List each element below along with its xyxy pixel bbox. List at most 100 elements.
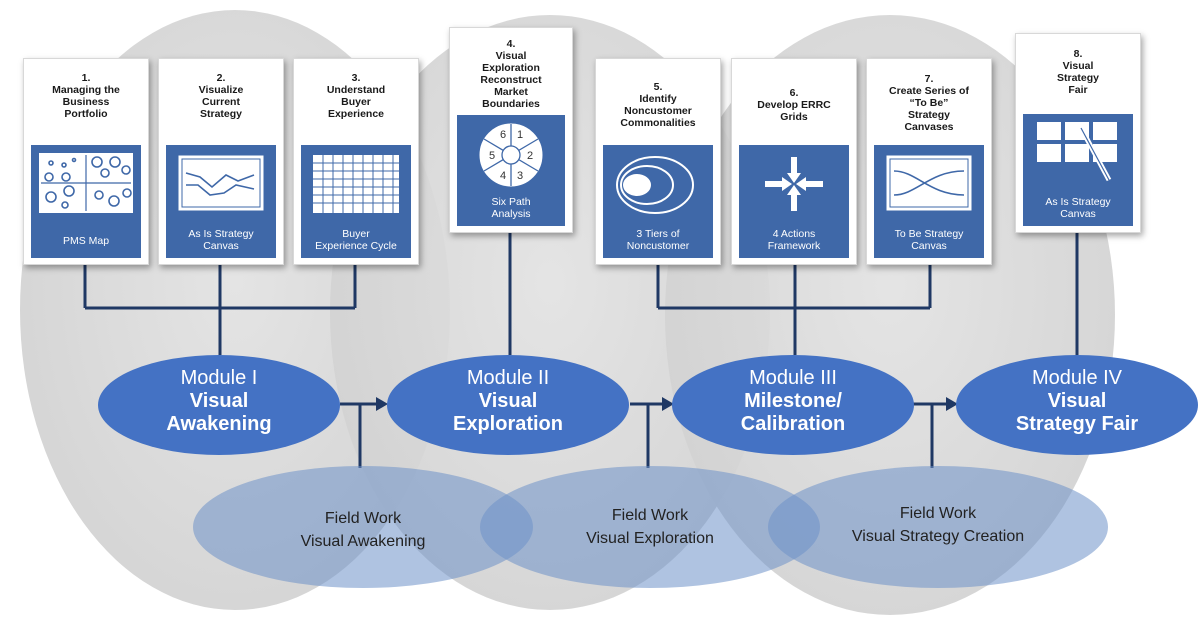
field-work-2: Field Work Visual Exploration (480, 466, 820, 588)
six-path-number-5: 5 (489, 150, 495, 162)
module-4-name-line1: Visual (1047, 390, 1107, 412)
card-4-panel: 6 1 5 2 4 3 Six Path Analysis (457, 115, 565, 226)
card-4-title-line6: Boundaries (482, 98, 540, 110)
card-6-title-line3: Grids (780, 111, 808, 123)
card-7-title-line4: Strategy (907, 109, 950, 121)
strategy-canvas-icon (178, 155, 264, 211)
step-card-2: 2. Visualize Current Strategy As Is Stra… (158, 58, 284, 265)
field-work-3-label: Field Work (899, 505, 977, 522)
card-5-panel: 3 Tiers of Noncustomer (603, 145, 713, 258)
six-path-number-6: 6 (500, 129, 506, 141)
six-path-icon: 6 1 5 2 4 3 (479, 123, 543, 187)
card-4-title-line2: Visual (495, 50, 527, 62)
module-1: Module I Visual Awakening (98, 355, 340, 455)
card-6-title-line1: 6. (789, 87, 799, 99)
six-path-number-2: 2 (527, 150, 533, 162)
field-work-1-label: Field Work (324, 510, 402, 527)
crossing-curves-icon (886, 155, 972, 211)
card-1-title-line1: 1. (81, 72, 91, 84)
card-7-panel: To Be Strategy Canvas (874, 145, 984, 258)
module-1-name-line1: Visual (189, 390, 249, 412)
step-card-8: 8. Visual Strategy Fair As Is Strategy C… (1015, 33, 1141, 233)
card-5-caption-line2: Noncustomer (626, 240, 690, 252)
card-7-title-line5: Canvases (904, 121, 954, 133)
step-card-1: 1. Managing the Business Portfolio PMS M… (23, 58, 149, 265)
grid-icon (313, 155, 399, 213)
six-path-number-4: 4 (500, 170, 506, 182)
card-6-title-line2: Develop ERRC (757, 99, 831, 111)
module-2-name-line2: Exploration (452, 413, 563, 435)
field-work-3: Field Work Visual Strategy Creation (768, 466, 1108, 588)
card-2-caption-line2: Canvas (203, 240, 239, 252)
six-path-number-1: 1 (517, 129, 523, 141)
step-card-4: 4. Visual Exploration Reconstruct Market… (449, 27, 573, 233)
card-8-title-line1: 8. (1073, 48, 1083, 60)
card-3-caption-line2: Experience Cycle (315, 240, 397, 252)
card-1-panel: PMS Map (31, 145, 141, 258)
field-work-2-label: Field Work (611, 507, 689, 524)
field-work-1-sub: Visual Awakening (300, 533, 426, 550)
card-8-panel: As Is Strategy Canvas (1023, 114, 1133, 226)
card-1-title-line4: Portfolio (64, 108, 108, 120)
card-7-title-line1: 7. (924, 73, 934, 85)
card-2-title-line4: Strategy (199, 108, 242, 120)
card-4-title-line1: 4. (506, 38, 516, 50)
module-3: Module III Milestone/ Calibration (672, 355, 914, 455)
card-6-caption-line1: 4 Actions (772, 228, 816, 240)
field-work-3-sub: Visual Strategy Creation (851, 528, 1025, 545)
field-work-2-sub: Visual Exploration (586, 530, 714, 547)
card-6-caption-line2: Framework (767, 240, 821, 252)
card-2-caption-line1: As Is Strategy (188, 228, 254, 240)
module-2-name-line1: Visual (478, 390, 538, 412)
card-1-title-line2: Managing the (52, 84, 120, 96)
four-actions-icon (765, 157, 823, 211)
module-4: Module IV Visual Strategy Fair (956, 355, 1198, 455)
card-5-title-line2: Identify (639, 93, 677, 105)
card-6-panel: 4 Actions Framework (739, 145, 849, 258)
card-4-title-line5: Market (494, 86, 528, 98)
module-1-number: Module I (180, 367, 258, 389)
card-3-caption-line1: Buyer (342, 228, 370, 240)
card-5-title-line3: Noncustomer (624, 105, 692, 117)
module-2-number: Module II (466, 367, 550, 389)
tiers-icon (616, 156, 694, 214)
card-7-title-line3: “To Be” (909, 97, 949, 109)
card-3-panel: Buyer Experience Cycle (301, 145, 411, 258)
card-4-title-line3: Exploration (482, 62, 540, 74)
card-7-caption-line1: To Be Strategy (894, 228, 964, 240)
card-5-title-line4: Commonalities (620, 117, 696, 129)
card-8-title-line3: Strategy (1056, 72, 1099, 84)
card-3-title-line2: Understand (326, 84, 386, 96)
card-8-caption-line2: Canvas (1060, 208, 1096, 220)
card-5-caption-line1: 3 Tiers of (636, 228, 680, 240)
card-2-title-line3: Current (202, 96, 240, 108)
module-3-name-line1: Milestone/ (744, 390, 842, 412)
step-card-3: 3. Understand Buyer Experience Buyer Exp… (293, 58, 419, 265)
whiteboard-icon (1037, 122, 1117, 182)
card-3-title-line4: Experience (327, 108, 385, 120)
step-card-7: 7. Create Series of “To Be” Strategy Can… (866, 58, 992, 265)
card-4-title-line4: Reconstruct (480, 74, 542, 86)
card-1-caption-line1: PMS Map (62, 235, 110, 247)
card-3-title-line3: Buyer (341, 96, 371, 108)
card-7-caption-line2: Canvas (911, 240, 947, 252)
module-3-number: Module III (749, 367, 837, 389)
card-4-caption-line1: Six Path (491, 196, 531, 208)
card-8-title-line2: Visual (1062, 60, 1094, 72)
card-2-title-line2: Visualize (198, 84, 244, 96)
module-2: Module II Visual Exploration (387, 355, 629, 455)
module-3-name-line2: Calibration (740, 413, 846, 435)
step-card-5: 5. Identify Noncustomer Commonalities 3 … (595, 58, 721, 265)
step-card-6: 6. Develop ERRC Grids 4 Actions Framewor… (731, 58, 857, 265)
module-1-name-line2: Awakening (166, 413, 272, 435)
card-7-title-line2: Create Series of (889, 85, 969, 97)
module-4-number: Module IV (1031, 367, 1123, 389)
card-8-caption-line1: As Is Strategy (1045, 196, 1111, 208)
card-2-title-line1: 2. (216, 72, 226, 84)
card-4-caption-line2: Analysis (491, 208, 531, 220)
module-4-name-line2: Strategy Fair (1015, 413, 1139, 435)
card-5-title-line1: 5. (653, 81, 663, 93)
field-work-1: Field Work Visual Awakening (193, 466, 533, 588)
card-2-panel: As Is Strategy Canvas (166, 145, 276, 258)
